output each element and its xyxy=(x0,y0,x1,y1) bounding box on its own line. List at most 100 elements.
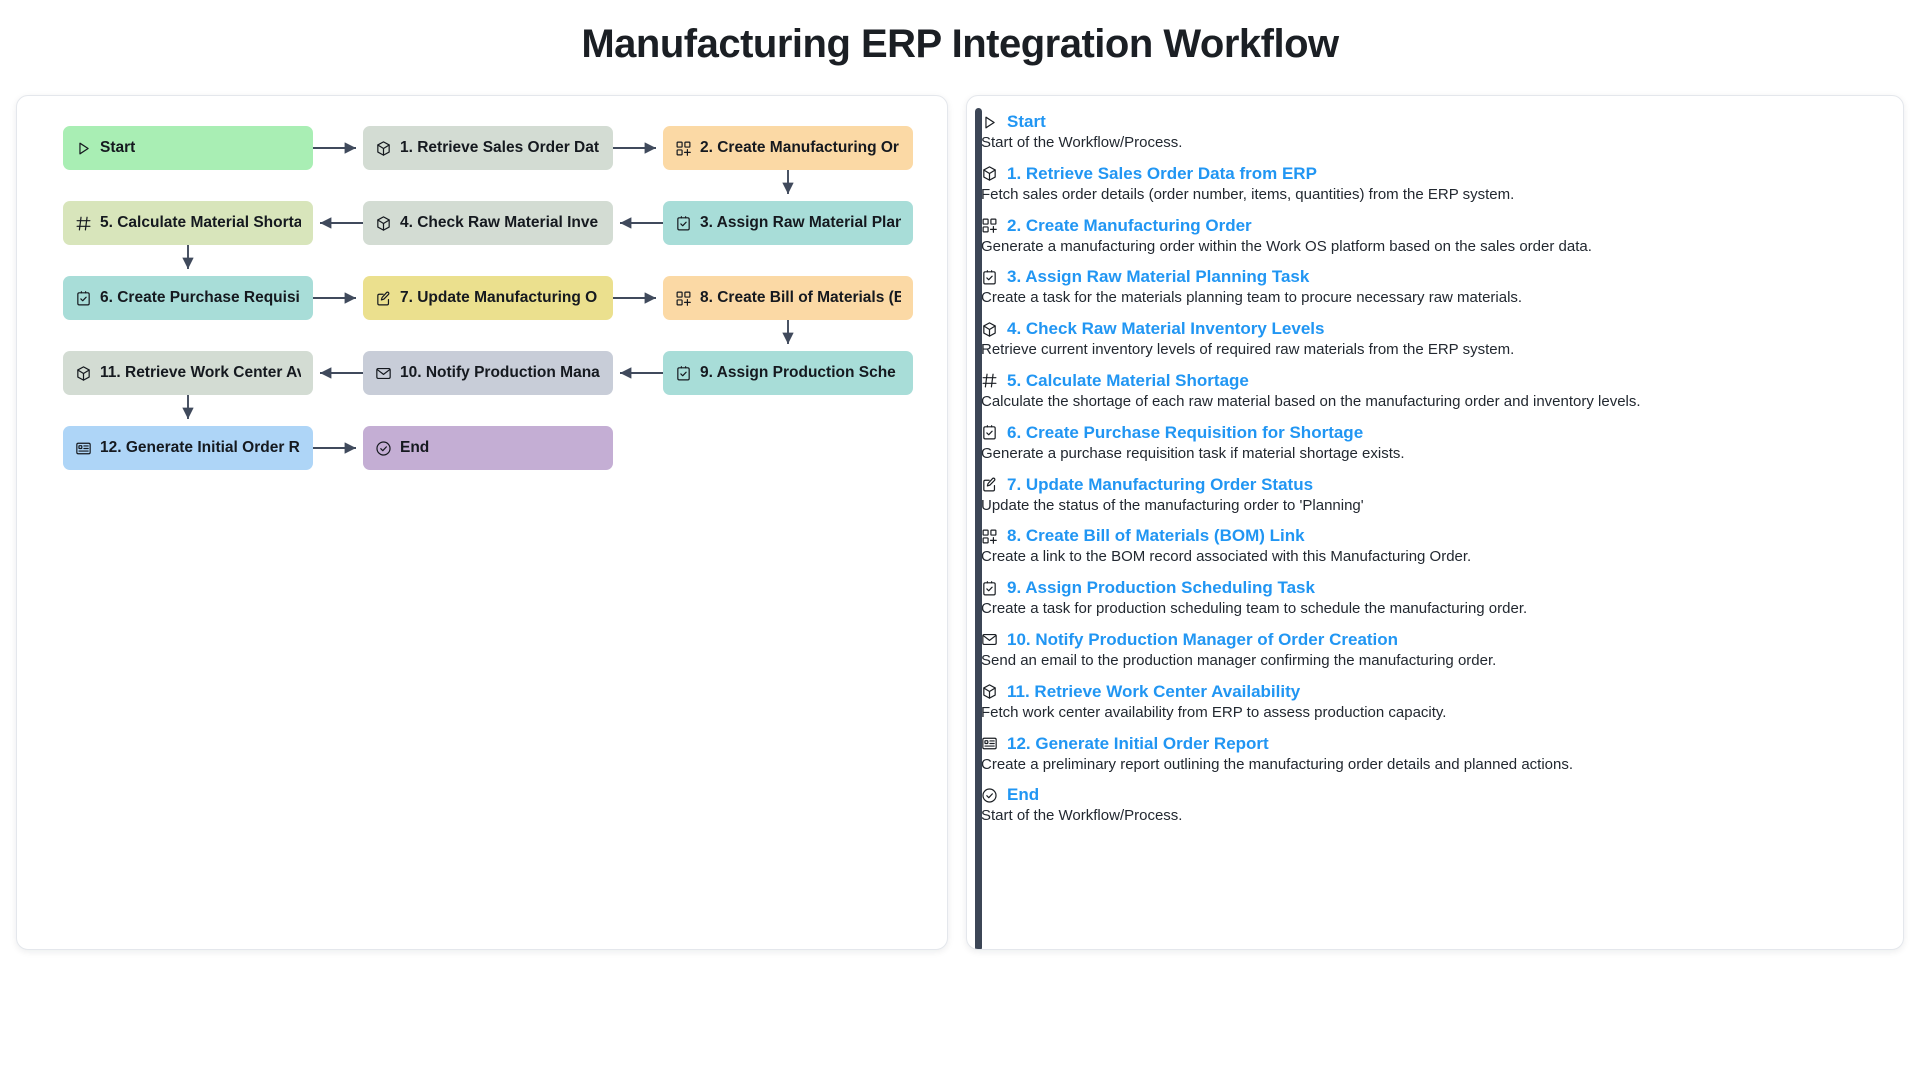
step-description: Calculate the shortage of each raw mater… xyxy=(981,392,1641,410)
step-title[interactable]: 5. Calculate Material Shortage xyxy=(1007,370,1249,390)
cube-icon xyxy=(375,140,392,157)
flow-node-n11[interactable]: 11. Retrieve Work Center Av xyxy=(63,351,313,395)
step-title[interactable]: 4. Check Raw Material Inventory Levels xyxy=(1007,319,1325,339)
flow-node-label: 11. Retrieve Work Center Av xyxy=(100,364,301,381)
report-list-icon xyxy=(75,440,92,457)
flow-node-label: Start xyxy=(100,139,136,156)
flow-node-n5[interactable]: 5. Calculate Material Shorta xyxy=(63,201,313,245)
flow-node-label: 10. Notify Production Mana xyxy=(400,364,600,381)
flow-node-start[interactable]: Start xyxy=(63,126,313,170)
step-header: 12. Generate Initial Order Report xyxy=(981,734,1877,754)
step-header: End xyxy=(981,785,1877,805)
edit-square-icon xyxy=(375,290,392,307)
play-icon xyxy=(981,114,998,131)
cube-icon xyxy=(981,683,998,700)
flow-node-label: 7. Update Manufacturing O xyxy=(400,289,598,306)
cube-icon xyxy=(375,215,392,232)
step-header: 2. Create Manufacturing Order xyxy=(981,216,1877,236)
step-description: Create a link to the BOM record associat… xyxy=(981,548,1472,566)
step-description: Create a preliminary report outlining th… xyxy=(981,755,1574,773)
flow-node-n9[interactable]: 9. Assign Production Sche xyxy=(663,351,913,395)
step-title[interactable]: 3. Assign Raw Material Planning Task xyxy=(1007,267,1310,287)
step-header: 6. Create Purchase Requisition for Short… xyxy=(981,423,1877,443)
grid-plus-icon xyxy=(981,217,998,234)
check-circle-icon xyxy=(375,440,392,457)
step-title[interactable]: 11. Retrieve Work Center Availability xyxy=(1007,681,1301,701)
branch-merge-icon xyxy=(981,372,998,389)
step-header: 10. Notify Production Manager of Order C… xyxy=(981,630,1877,650)
step-item[interactable]: 10. Notify Production Manager of Order C… xyxy=(981,630,1877,671)
step-title[interactable]: Start xyxy=(1007,112,1046,131)
step-title[interactable]: 1. Retrieve Sales Order Data from ERP xyxy=(1007,163,1317,183)
step-item[interactable]: 1. Retrieve Sales Order Data from ERP Fet… xyxy=(981,164,1877,205)
step-description: Fetch sales order details (order number,… xyxy=(981,185,1515,203)
step-description: Retrieve current inventory levels of req… xyxy=(981,341,1515,359)
step-item[interactable]: 6. Create Purchase Requisition for Short… xyxy=(981,423,1877,464)
flow-node-n7[interactable]: 7. Update Manufacturing O xyxy=(363,276,613,320)
flow-node-label: End xyxy=(400,439,430,456)
branch-merge-icon xyxy=(75,215,92,232)
step-title[interactable]: End xyxy=(1007,785,1040,805)
flow-node-n4[interactable]: 4. Check Raw Material Inve xyxy=(363,201,613,245)
flow-node-n12[interactable]: 12. Generate Initial Order R xyxy=(63,426,313,470)
step-header: 4. Check Raw Material Inventory Levels xyxy=(981,319,1877,339)
step-header: 7. Update Manufacturing Order Status xyxy=(981,475,1877,495)
flowchart-canvas[interactable]: Start 1. Retrieve Sales Order Dat 2. Creat… xyxy=(17,96,947,949)
play-icon xyxy=(75,140,92,157)
flow-node-label: 12. Generate Initial Order R xyxy=(100,439,300,456)
flow-node-label: 6. Create Purchase Requisi xyxy=(100,289,300,306)
step-title[interactable]: 12. Generate Initial Order Report xyxy=(1007,733,1269,753)
check-circle-icon xyxy=(981,787,998,804)
panels-container: Start 1. Retrieve Sales Order Dat 2. Creat… xyxy=(0,95,1920,955)
step-title[interactable]: 10. Notify Production Manager of Order C… xyxy=(1007,629,1399,649)
step-title[interactable]: 6. Create Purchase Requisition for Short… xyxy=(1007,422,1364,442)
details-scrollbar-track[interactable] xyxy=(971,102,982,949)
grid-plus-icon xyxy=(675,290,692,307)
step-header: Start xyxy=(981,112,1877,132)
step-title[interactable]: 8. Create Bill of Materials (BOM) Link xyxy=(1007,526,1305,546)
flow-node-end[interactable]: End xyxy=(363,426,613,470)
details-scrollbar-thumb[interactable] xyxy=(975,108,982,949)
report-list-icon xyxy=(981,735,998,752)
clipboard-check-icon xyxy=(675,215,692,232)
flow-node-label: 1. Retrieve Sales Order Dat xyxy=(400,139,600,156)
step-title[interactable]: 9. Assign Production Scheduling Task xyxy=(1007,578,1315,598)
step-header: 5. Calculate Material Shortage xyxy=(981,371,1877,391)
clipboard-check-icon xyxy=(75,290,92,307)
step-description: Start of the Workflow/Process. xyxy=(981,134,1183,151)
envelope-icon xyxy=(375,365,392,382)
clipboard-check-icon xyxy=(981,424,998,441)
step-title[interactable]: 7. Update Manufacturing Order Status xyxy=(1007,474,1314,494)
step-title[interactable]: 2. Create Manufacturing Order xyxy=(1007,215,1252,235)
flow-node-label: 8. Create Bill of Materials (B xyxy=(700,289,901,306)
cube-icon xyxy=(981,321,998,338)
edit-square-icon xyxy=(981,476,998,493)
step-header: 8. Create Bill of Materials (BOM) Link xyxy=(981,526,1877,546)
flow-node-n2[interactable]: 2. Create Manufacturing Or xyxy=(663,126,913,170)
flow-node-n1[interactable]: 1. Retrieve Sales Order Dat xyxy=(363,126,613,170)
flow-node-n8[interactable]: 8. Create Bill of Materials (B xyxy=(663,276,913,320)
envelope-icon xyxy=(981,631,998,648)
flow-node-label: 2. Create Manufacturing Or xyxy=(700,139,899,156)
flow-node-n6[interactable]: 6. Create Purchase Requisi xyxy=(63,276,313,320)
flow-node-n3[interactable]: 3. Assign Raw Material Plan xyxy=(663,201,913,245)
step-header: 9. Assign Production Scheduling Task xyxy=(981,578,1877,598)
flow-node-n10[interactable]: 10. Notify Production Mana xyxy=(363,351,613,395)
step-header: 3. Assign Raw Material Planning Task xyxy=(981,267,1877,287)
clipboard-check-icon xyxy=(981,269,998,286)
clipboard-check-icon xyxy=(981,580,998,597)
